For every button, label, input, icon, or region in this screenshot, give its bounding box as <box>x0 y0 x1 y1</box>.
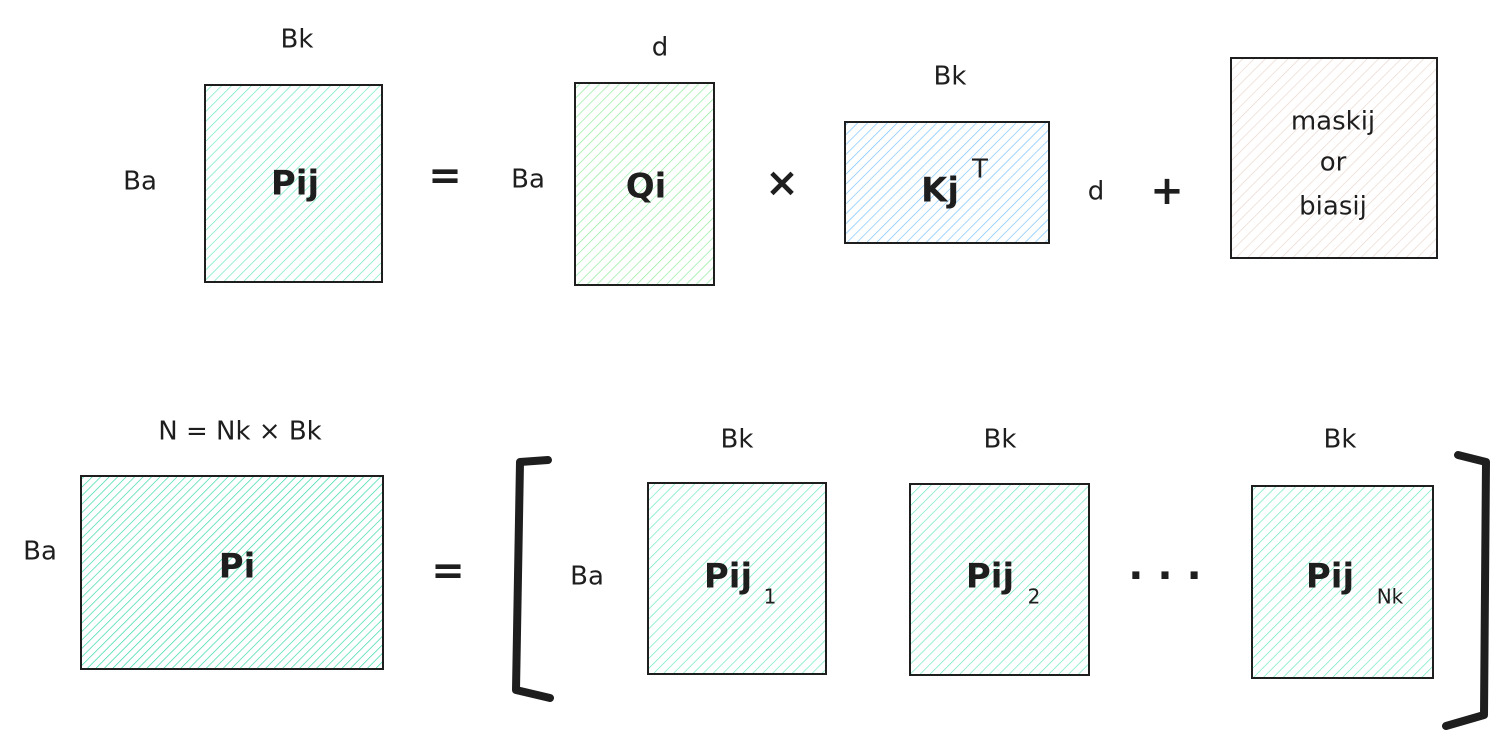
qi-block <box>574 82 715 286</box>
pij-height-label: Ba <box>123 167 157 197</box>
ellipsis: · · · <box>1128 553 1201 599</box>
pij-label: Pij <box>271 164 319 204</box>
kj-label: Kj <box>921 171 959 211</box>
qi-width-label: d <box>652 33 669 63</box>
equals-sign: = <box>428 153 462 199</box>
block3-subscript: Nk <box>1377 585 1404 609</box>
block3-label: Pij <box>1306 557 1354 597</box>
block1-label: Pij <box>704 557 752 597</box>
kj-height-label: d <box>1088 177 1105 207</box>
right-bracket <box>1442 451 1490 730</box>
pi-block <box>80 475 384 670</box>
equals-sign-bottom: = <box>431 548 465 594</box>
kj-width-label: Bk <box>934 62 967 92</box>
kj-transpose-superscript: T <box>971 155 988 185</box>
mask-bias-block <box>1230 57 1438 259</box>
block1-subscript: 1 <box>764 585 777 609</box>
pij-block-2 <box>909 483 1090 676</box>
pij-block-nk <box>1251 485 1434 679</box>
plus-sign: + <box>1150 168 1184 214</box>
block2-label: Pij <box>966 557 1014 597</box>
times-sign: × <box>765 160 799 206</box>
block1-width-label: Bk <box>721 425 754 455</box>
pij-width-label: Bk <box>281 25 314 55</box>
pi-height-label: Ba <box>23 537 57 567</box>
pij-block-1 <box>647 482 827 675</box>
qi-height-label: Ba <box>511 165 545 195</box>
or-label: or <box>1320 148 1347 178</box>
kj-block <box>844 121 1050 244</box>
pi-width-label: N = Nk × Bk <box>158 417 321 447</box>
bias-label: biasij <box>1299 192 1367 222</box>
block3-width-label: Bk <box>1324 425 1357 455</box>
mask-label: maskij <box>1291 107 1375 137</box>
row-height-label: Ba <box>570 562 604 592</box>
qi-label: Qi <box>626 167 667 207</box>
block2-subscript: 2 <box>1028 585 1041 609</box>
pij-block <box>204 84 383 283</box>
pi-label: Pi <box>219 547 256 587</box>
left-bracket <box>512 456 554 702</box>
block2-width-label: Bk <box>984 425 1017 455</box>
